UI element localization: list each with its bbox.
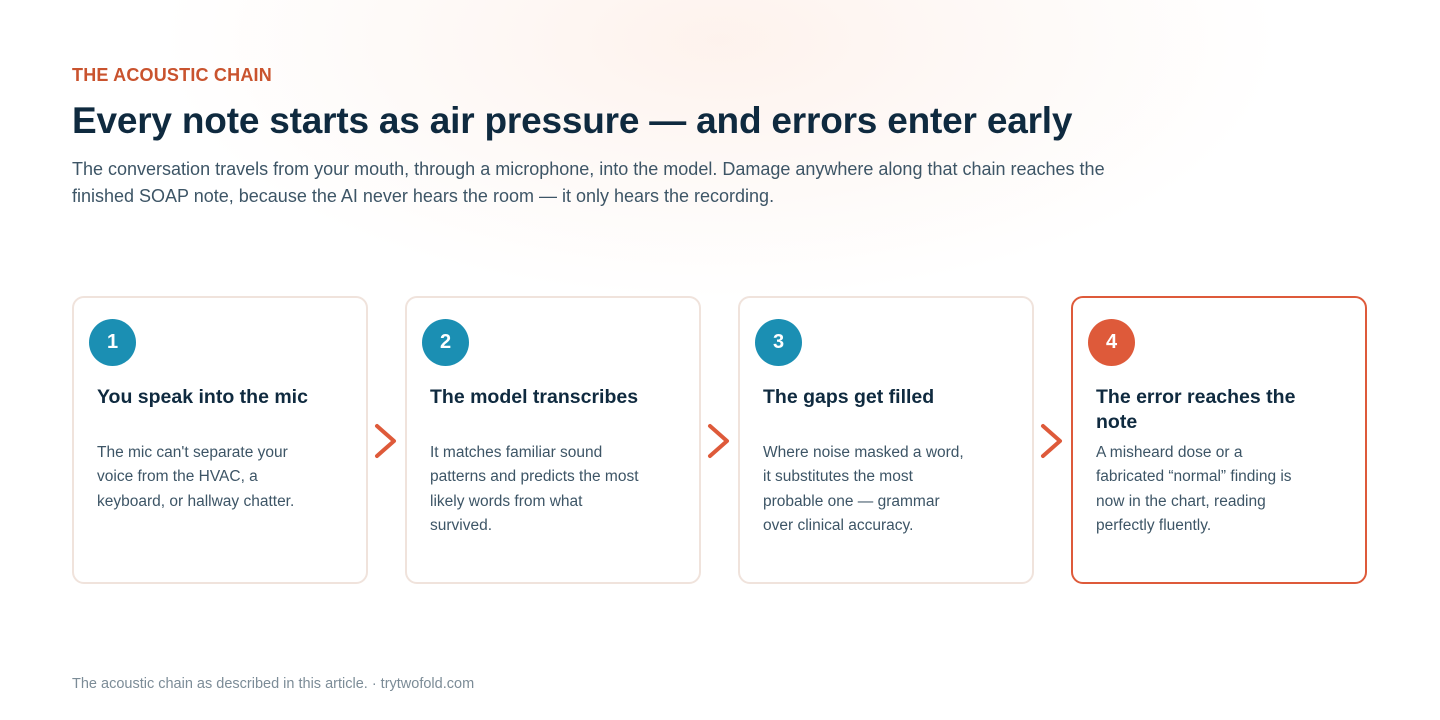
step-card-1: 1 You speak into the mic The mic can't s… xyxy=(72,296,368,584)
step-number-badge: 4 xyxy=(1088,319,1135,366)
step-title: The error reaches the note xyxy=(1096,386,1296,433)
step-card-4: 4 The error reaches the note A misheard … xyxy=(1071,296,1367,584)
step-description: The mic can't separate your voice from t… xyxy=(97,444,295,510)
chevron-right-icon xyxy=(1039,422,1065,460)
footer-caption: The acoustic chain as described in this … xyxy=(72,676,475,692)
step-number-badge: 3 xyxy=(755,319,802,366)
chevron-right-icon xyxy=(373,422,399,460)
step-description: Where noise masked a word, it substitute… xyxy=(763,444,964,534)
step-title: The model transcribes xyxy=(430,386,639,408)
step-number-badge: 1 xyxy=(89,319,136,366)
step-card-3: 3 The gaps get filled Where noise masked… xyxy=(738,296,1034,584)
step-title: You speak into the mic xyxy=(97,386,308,408)
chevron-right-icon xyxy=(706,422,732,460)
page-title: Every note starts as air pressure — and … xyxy=(72,100,1073,141)
step-description: A misheard dose or a fabricated “normal”… xyxy=(1096,444,1292,534)
eyebrow-label: THE ACOUSTIC CHAIN xyxy=(72,65,272,85)
step-card-2: 2 The model transcribes It matches famil… xyxy=(405,296,701,584)
step-description: It matches familiar sound patterns and p… xyxy=(430,444,639,534)
page-subtitle: The conversation travels from your mouth… xyxy=(72,159,1105,206)
step-title: The gaps get filled xyxy=(763,386,935,408)
step-number-badge: 2 xyxy=(422,319,469,366)
